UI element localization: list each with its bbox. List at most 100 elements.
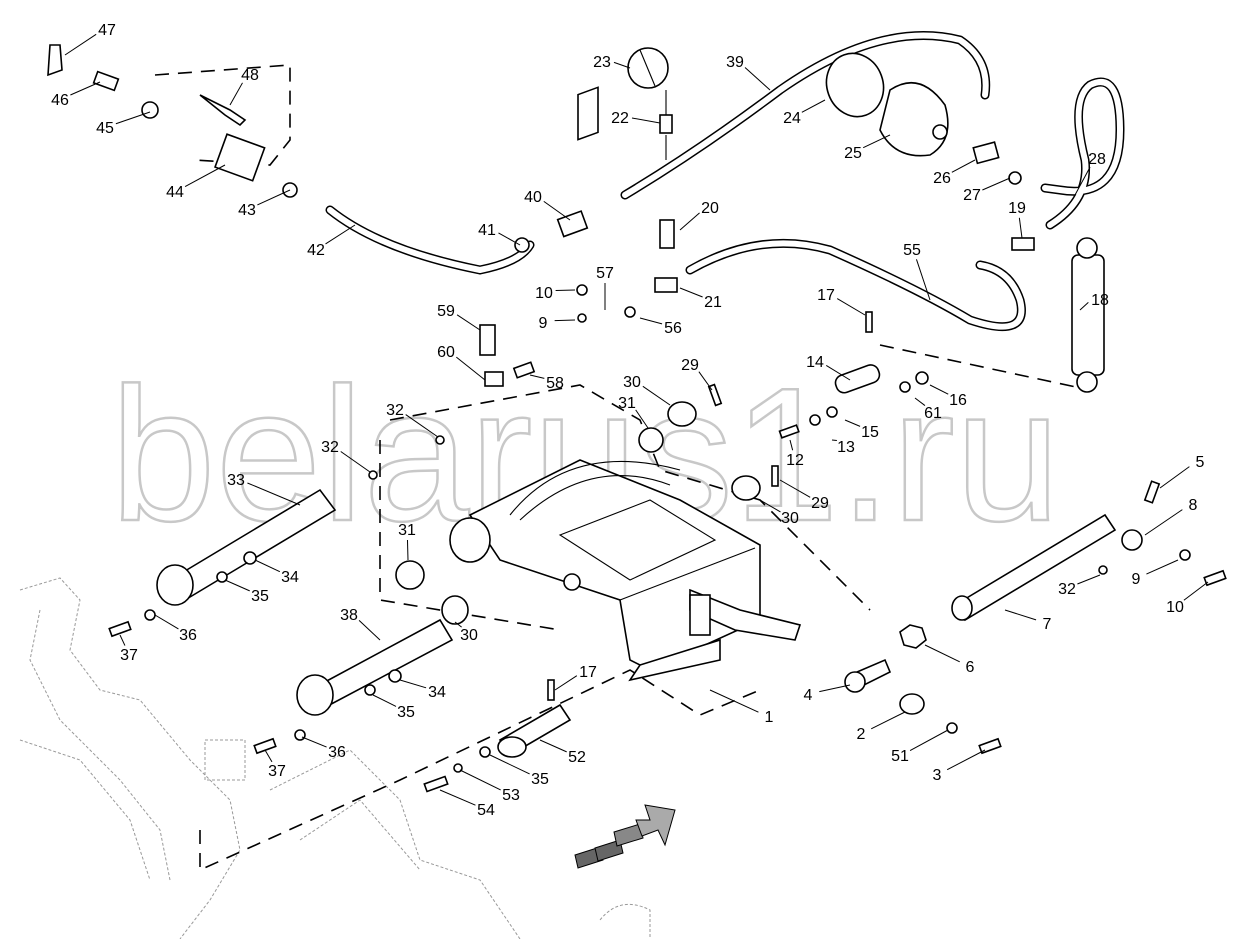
callout: 32 bbox=[321, 439, 371, 473]
callout-number: 53 bbox=[502, 787, 520, 804]
leader-line bbox=[909, 729, 949, 752]
callout: 48 bbox=[229, 67, 259, 106]
callout: 18 bbox=[1079, 292, 1109, 311]
callout-number: 6 bbox=[966, 659, 975, 676]
callout-number: 25 bbox=[844, 145, 862, 162]
leader-line bbox=[871, 711, 906, 730]
leader-line bbox=[819, 684, 851, 693]
callout: 59 bbox=[437, 303, 481, 331]
leader-line bbox=[254, 559, 281, 573]
callout: 38 bbox=[340, 607, 381, 641]
leader-line bbox=[372, 694, 397, 707]
callout-number: 45 bbox=[96, 120, 114, 137]
callout-number: 22 bbox=[611, 110, 629, 127]
callout: 33 bbox=[227, 472, 301, 506]
leader-line bbox=[862, 134, 891, 149]
callout: 60 bbox=[437, 344, 486, 381]
callout: 37 bbox=[264, 749, 286, 780]
callout-number: 43 bbox=[238, 202, 256, 219]
leader-line bbox=[759, 499, 781, 513]
callout-number: 8 bbox=[1189, 497, 1198, 514]
callout: 2 bbox=[857, 711, 906, 743]
callout: 13 bbox=[831, 439, 855, 456]
callout-number: 4 bbox=[804, 687, 813, 704]
callout: 21 bbox=[679, 287, 722, 311]
callout: 24 bbox=[783, 99, 826, 127]
callout-number: 37 bbox=[268, 763, 286, 780]
leader-line bbox=[399, 679, 427, 689]
callout-number: 39 bbox=[726, 54, 744, 71]
callout-number: 9 bbox=[539, 315, 548, 332]
callout-number: 34 bbox=[281, 569, 299, 586]
callout: 16 bbox=[929, 384, 967, 409]
callout-number: 54 bbox=[477, 802, 495, 819]
callout-number: 30 bbox=[460, 627, 478, 644]
callout: 46 bbox=[51, 81, 101, 109]
leader-line bbox=[825, 365, 851, 381]
callout: 31 bbox=[618, 395, 649, 429]
leader-line bbox=[257, 189, 291, 206]
leader-line bbox=[554, 319, 576, 322]
leader-line bbox=[1144, 509, 1183, 536]
callout-number: 47 bbox=[98, 22, 116, 39]
callout-number: 31 bbox=[618, 395, 636, 412]
callout-number: 38 bbox=[340, 607, 358, 624]
accumulator-25 bbox=[879, 81, 949, 157]
leader-line bbox=[801, 99, 826, 113]
callout: 32 bbox=[1058, 574, 1101, 598]
callout: 42 bbox=[307, 224, 356, 259]
callout: 36 bbox=[154, 614, 197, 644]
callout-number: 29 bbox=[811, 495, 829, 512]
callout: 23 bbox=[593, 54, 631, 71]
callout-number: 32 bbox=[1058, 581, 1076, 598]
leader-line bbox=[982, 177, 1011, 191]
callout: 45 bbox=[96, 111, 151, 137]
callout-number: 42 bbox=[307, 242, 325, 259]
callout-number: 19 bbox=[1008, 200, 1026, 217]
callout: 36 bbox=[301, 736, 346, 761]
callout-number: 7 bbox=[1043, 616, 1052, 633]
callout: 29 bbox=[779, 479, 829, 512]
callout: 34 bbox=[399, 679, 446, 701]
callout: 10 bbox=[535, 285, 576, 302]
callout: 30 bbox=[759, 499, 799, 527]
callout-number: 46 bbox=[51, 92, 69, 109]
leader-line bbox=[555, 289, 576, 292]
callout-number: 14 bbox=[806, 354, 824, 371]
callout: 17 bbox=[817, 287, 866, 316]
callout-number: 58 bbox=[546, 375, 564, 392]
callout-number: 13 bbox=[837, 439, 855, 456]
callout-number: 35 bbox=[531, 771, 549, 788]
callout: 56 bbox=[639, 317, 682, 337]
callout: 35 bbox=[224, 579, 269, 605]
clamp-24 bbox=[825, 52, 885, 118]
leader-line bbox=[679, 287, 703, 298]
callout: 51 bbox=[891, 729, 949, 765]
callout-number: 51 bbox=[891, 748, 909, 765]
callout: 37 bbox=[119, 634, 138, 664]
leader-line bbox=[844, 419, 861, 427]
callout: 52 bbox=[539, 739, 586, 766]
leader-line bbox=[613, 61, 631, 69]
callout: 57 bbox=[596, 265, 614, 310]
leader-line bbox=[1004, 609, 1037, 621]
leader-line bbox=[439, 789, 476, 806]
callout: 61 bbox=[914, 397, 942, 422]
callout: 30 bbox=[454, 621, 478, 644]
leader-line bbox=[459, 769, 501, 791]
leader-line bbox=[554, 675, 578, 691]
callout-number: 59 bbox=[437, 303, 455, 320]
leader-line bbox=[247, 482, 301, 506]
callout-number: 10 bbox=[535, 285, 553, 302]
tractor-frame-background bbox=[19, 577, 651, 939]
leader-line bbox=[340, 451, 371, 473]
callout: 58 bbox=[529, 374, 564, 392]
callout-number: 61 bbox=[924, 405, 942, 422]
leader-line bbox=[70, 81, 101, 96]
callout-number: 37 bbox=[120, 647, 138, 664]
callout: 7 bbox=[1004, 609, 1052, 633]
callout: 54 bbox=[439, 789, 495, 819]
leader-line bbox=[224, 579, 250, 592]
callout: 12 bbox=[786, 439, 804, 469]
callout-number: 56 bbox=[664, 320, 682, 337]
